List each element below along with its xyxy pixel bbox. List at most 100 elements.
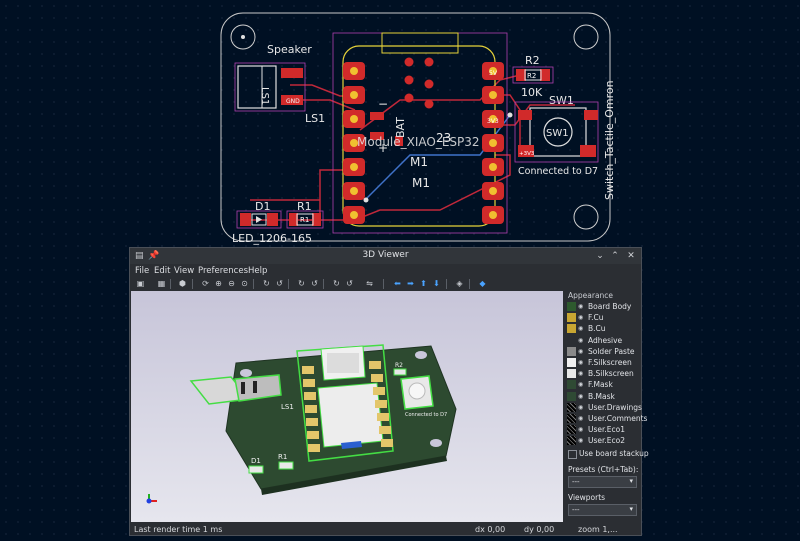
eye-icon[interactable]: ◉ [578,347,584,355]
rotate-x-cw-icon[interactable]: ↻ [263,279,270,288]
layer-row[interactable]: ◉B.Mask [567,391,641,402]
eye-icon[interactable]: ◉ [578,370,584,378]
layer-row[interactable]: ◉User.Drawings [567,402,642,413]
eye-icon[interactable]: ◉ [578,426,584,434]
3d-viewer-window[interactable]: ▤ 📌 3D Viewer ⌄ ⌃ ✕ File Edit View Prefe… [129,247,649,536]
layer-row[interactable]: ◉B.Cu [567,323,641,334]
layer-color-swatch[interactable] [567,369,576,379]
reload-icon[interactable]: ⟳ [202,279,209,288]
r2-body [524,69,542,81]
use-stackup-checkbox[interactable]: Use board stackup [568,449,649,459]
maximize-icon[interactable]: ⌃ [611,251,619,261]
layer-color-swatch[interactable] [567,324,576,334]
layer-row[interactable]: ◉ B.Silkscreen [567,368,641,379]
eye-icon[interactable]: ◉ [578,381,584,389]
toolbar: ▣ ▦ ⬢ ⟳ ⊕ ⊖ ⊙ ↻ ↺ ↻ ↺ ↻ ↺ ⇋ ⬅ ➡ ⬆ ⬇ ◈ ◆ [130,278,641,290]
r2-value: 10K [521,86,543,99]
eye-icon[interactable]: ◉ [578,403,584,411]
presets-dropdown[interactable]: --- ▾ [568,476,637,488]
menu-preferences[interactable]: Preferences [198,266,248,276]
use-stackup-label: Use board stackup [579,449,649,458]
presets-value: --- [572,478,580,486]
layers-icon[interactable]: ◆ [479,279,486,288]
rotate-z-ccw-icon[interactable]: ↺ [346,279,353,288]
r1-pad-text: R1 [300,216,309,224]
move-left-icon[interactable]: ⬅ [394,279,401,288]
box-icon[interactable]: ⬢ [179,279,186,288]
layer-row[interactable]: ◉ User.Comments [567,413,647,424]
layer-color-swatch[interactable] [567,335,576,345]
layer-row[interactable]: ◉Solder Paste [567,346,641,357]
layer-color-swatch[interactable] [567,436,576,446]
menu-file[interactable]: File [135,266,150,276]
eye-icon[interactable]: ◉ [578,303,584,310]
layer-row[interactable]: ◉F.Cu [567,312,641,323]
menu-help[interactable]: Help [248,266,268,276]
close-icon[interactable]: ✕ [627,251,635,261]
copy-image-icon[interactable]: ▣ [136,279,145,288]
layer-color-swatch[interactable] [567,358,576,367]
eye-icon[interactable]: ◉ [578,314,584,322]
pad-3v3: 3V3 [487,118,499,125]
zoom-out-icon[interactable]: ⊖ [228,279,235,288]
menu-edit[interactable]: Edit [154,266,171,276]
move-up-icon[interactable]: ⬆ [420,279,427,288]
mounting-hole [230,24,256,50]
pad-23-label: 23 [436,131,451,145]
checkbox-box[interactable] [568,449,577,459]
layer-label: User.Comments [588,414,648,423]
module-pads-right [482,62,504,224]
layer-row[interactable]: ◉Board Body [567,301,641,312]
layer-color-swatch[interactable] [567,313,576,323]
eye-icon[interactable]: ◉ [578,359,584,366]
eye-icon[interactable]: ◉ [578,437,584,445]
3d-canvas[interactable]: LS1 R2 D1 R1 Connected to D7 [131,291,563,522]
viewports-dropdown[interactable]: --- ▾ [568,504,637,516]
title-bar[interactable]: ▤ 📌 3D Viewer ⌄ ⌃ ✕ [130,248,641,264]
layer-row[interactable]: ◉F.Silkscreen [567,357,641,368]
layer-row[interactable]: ◉F.Mask [567,379,641,390]
layer-label: B.Silkscreen [588,369,634,379]
rotate-y-ccw-icon[interactable]: ↺ [311,279,318,288]
rotate-z-cw-icon[interactable]: ↻ [333,279,340,288]
speaker-pad [281,95,303,105]
rotate-y-cw-icon[interactable]: ↻ [298,279,305,288]
r1-courtyard [286,210,324,229]
layer-color-swatch[interactable] [567,302,576,311]
eye-icon[interactable]: ◉ [578,325,584,333]
layer-color-swatch[interactable] [567,402,576,412]
r2-courtyard [512,66,554,84]
eye-icon[interactable]: ◉ [578,336,584,344]
ortho-icon[interactable]: ◈ [456,279,463,288]
move-right-icon[interactable]: ➡ [407,279,414,288]
app-icon: ▤ [135,251,144,261]
menu-view[interactable]: View [174,266,195,276]
flip-board-icon[interactable]: ⇋ [366,279,373,288]
layer-row[interactable]: ◉User.Eco1 [567,424,641,435]
rotate-x-ccw-icon[interactable]: ↺ [276,279,283,288]
led-name: LED_1206-165 [232,232,312,245]
speaker-body [237,65,277,109]
layer-label: User.Eco2 [588,436,626,446]
pin-icon[interactable]: 📌 [148,251,160,261]
zoom-in-icon[interactable]: ⊕ [215,279,222,288]
layer-row[interactable]: ◉Adhesive [567,335,641,346]
d1-body [251,213,267,226]
move-down-icon[interactable]: ⬇ [433,279,440,288]
bat-plus: + [378,141,388,155]
eye-icon[interactable]: ◉ [578,415,584,422]
layer-color-swatch[interactable] [567,380,576,390]
copy-clipboard-icon[interactable]: ▦ [157,279,166,288]
module-name: Module_XIAO_ESP32 [357,135,480,149]
layer-color-swatch[interactable] [567,414,576,423]
layer-row[interactable]: ◉ User.Eco2 [567,435,641,446]
status-bar: Last render time 1 ms dx 0,00 dy 0,00 zo… [130,523,641,535]
layer-color-swatch[interactable] [567,391,576,401]
minimize-icon[interactable]: ⌄ [596,251,604,261]
zoom-fit-icon[interactable]: ⊙ [241,279,248,288]
layer-color-swatch[interactable] [567,346,576,356]
eye-icon[interactable]: ◉ [578,392,584,400]
sw1-body-text: SW1 [546,128,569,139]
layer-color-swatch[interactable] [567,425,576,435]
